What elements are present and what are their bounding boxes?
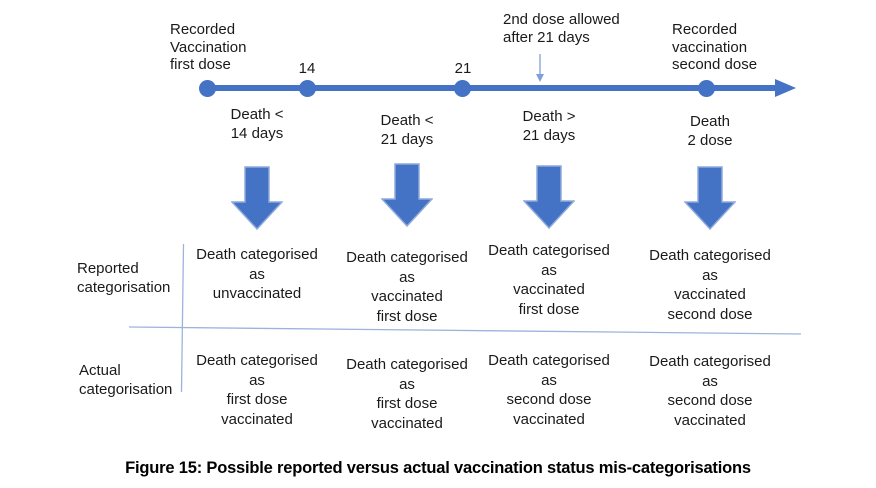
reported-cell-2: Death categorised as vaccinated first do… (346, 249, 468, 325)
row-label-reported: Reported categorisation (77, 260, 171, 296)
timeline-label-first-dose: Recorded Vaccination first dose (170, 21, 247, 73)
actual-cell-4: Death categorised as second dose vaccina… (649, 353, 771, 429)
death-window-label-3: Death > 21 days (522, 108, 576, 144)
timeline-arrowhead-icon (775, 79, 796, 97)
actual-cell-3: Death categorised as second dose vaccina… (488, 352, 610, 428)
down-block-arrow-icon (381, 163, 433, 227)
down-block-arrow-icon (523, 165, 575, 229)
row-label-actual: Actual categorisation (79, 362, 173, 398)
timeline-tick-21: 21 (454, 60, 472, 77)
actual-cell-2: Death categorised as first dose vaccinat… (346, 356, 468, 432)
timeline-dot-day14 (298, 79, 316, 97)
timeline-dot-first-dose (198, 79, 216, 97)
death-window-label-2: Death < 21 days (380, 112, 434, 148)
timeline-dot-second-dose (697, 79, 715, 97)
timeline-tick-14: 14 (298, 60, 316, 77)
reported-cell-3: Death categorised as vaccinated first do… (488, 242, 610, 318)
timeline-axis (200, 85, 777, 91)
timeline-note-2nd-dose: 2nd dose allowed after 21 days (503, 11, 620, 46)
down-block-arrow-icon (684, 166, 736, 230)
death-window-label-1: Death < 14 days (230, 106, 284, 142)
reported-cell-1: Death categorised as unvaccinated (196, 246, 318, 302)
figure-caption: Figure 15: Possible reported versus actu… (125, 459, 751, 477)
divider-horizontal (128, 326, 802, 335)
timeline-label-second-dose: Recorded vaccination second dose (672, 21, 758, 73)
timeline-dot-day21 (453, 79, 471, 97)
death-window-label-4: Death 2 dose (687, 113, 733, 149)
reported-cell-4: Death categorised as vaccinated second d… (649, 247, 771, 323)
down-block-arrow-icon (231, 166, 283, 230)
actual-cell-1: Death categorised as first dose vaccinat… (196, 352, 318, 428)
